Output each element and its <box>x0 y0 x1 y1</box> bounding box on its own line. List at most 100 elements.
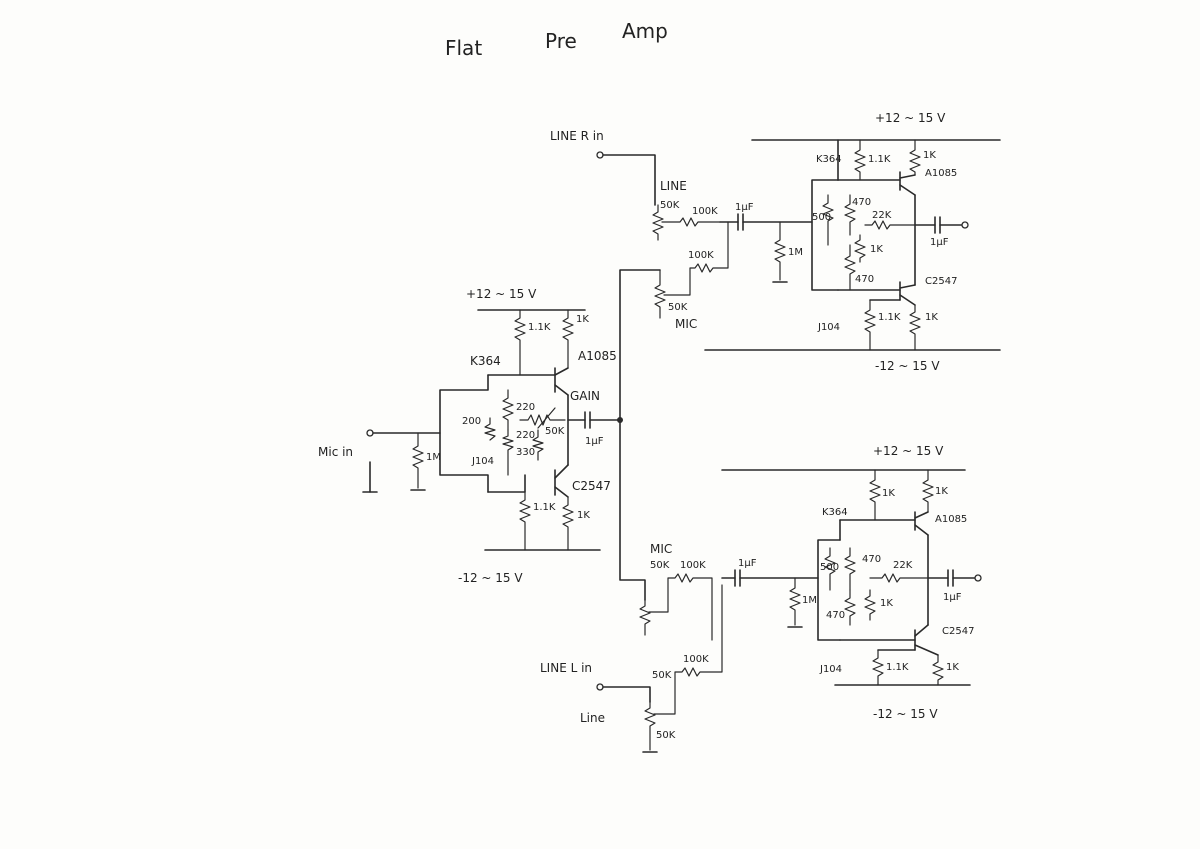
mic-jfet-frame <box>439 374 489 493</box>
line-l-input-wire <box>602 686 651 703</box>
mic-gain-label: GAIN <box>570 389 600 403</box>
right-npn-label: C2547 <box>925 276 957 287</box>
left-r-500-label: 500 <box>820 562 839 573</box>
right-r-bot-left-label: 1.1K <box>878 312 901 323</box>
left-r-bot-left-label: 1.1K <box>886 662 909 673</box>
left-r-22k <box>869 573 929 583</box>
right-r-1k <box>854 234 866 263</box>
right-r-top-right-label: 1K <box>923 150 936 161</box>
mic-input-label: Mic in <box>318 445 353 459</box>
left-pot-line-label: 50K <box>652 670 672 681</box>
left-r-1k-label: 1K <box>880 598 893 609</box>
left-pnp-emitter <box>914 511 929 519</box>
left-output-terminal[interactable] <box>974 574 982 582</box>
left-r-top-left <box>869 469 881 521</box>
right-r-mix-b-label: 100K <box>688 250 714 261</box>
mic-bus-upper <box>619 269 661 421</box>
line-r-input-wire <box>602 154 656 206</box>
mic-supply-neg-label: -12 ~ 15 V <box>458 571 523 585</box>
left-r-470b-label: 470 <box>826 610 845 621</box>
right-pnp-emitter <box>899 174 916 179</box>
line-r-input-label: LINE R in <box>550 129 604 143</box>
mic-gain-pot[interactable] <box>519 414 566 426</box>
left-channel-stage: MIC 50K 100K LINE L in 50K Line 50K 100K… <box>540 444 982 753</box>
right-r-input <box>774 221 786 281</box>
right-npn-emitter <box>899 294 916 306</box>
left-npn-label: C2547 <box>942 626 974 637</box>
mic-pnp-emitter <box>554 367 569 376</box>
mic-jfet-label: J104 <box>471 456 494 467</box>
left-cap-out-label: 1μF <box>943 592 962 603</box>
right-r-bot-right-label: 1K <box>925 312 938 323</box>
mic-jfet-pair-label: K364 <box>470 354 501 368</box>
right-pot-mic[interactable] <box>654 269 666 319</box>
mic-r-220a <box>502 389 514 431</box>
left-r-470a <box>844 547 856 591</box>
right-pot-line[interactable] <box>652 204 664 241</box>
mic-preamp-stage: +12 ~ 15 V -12 ~ 15 V 1.1K 1K K364 A1085… <box>318 287 621 585</box>
right-r-470a-label: 470 <box>852 197 871 208</box>
mic-gain-pot-arrow[interactable] <box>537 407 556 429</box>
left-r-mix-a-label: 100K <box>680 560 706 571</box>
left-cap-in-label: 1μF <box>738 558 757 569</box>
mic-r-top-left-label: 1.1K <box>528 322 551 333</box>
mic-r-220b <box>502 429 514 476</box>
left-r-1k <box>864 589 876 621</box>
left-r-500 <box>824 547 836 591</box>
left-jfet-label: J104 <box>819 664 842 675</box>
mic-r-bot-right <box>562 496 574 551</box>
right-r-top-left <box>854 139 866 181</box>
mic-pnp-collector <box>554 384 569 396</box>
left-supply-neg-label: -12 ~ 15 V <box>873 707 938 721</box>
mic-r-top-right-label: 1K <box>576 314 589 325</box>
right-npn-collector <box>899 284 916 289</box>
left-r-mix-b-label: 100K <box>683 654 709 665</box>
left-r-input <box>789 577 801 626</box>
right-cap-out-label: 1μF <box>930 237 949 248</box>
left-jfet-pair-label: K364 <box>822 507 848 518</box>
right-pot-line-label: 50K <box>660 200 680 211</box>
left-r-mix-b <box>653 584 723 715</box>
left-pot-mic[interactable] <box>639 599 651 636</box>
line-r-input-terminal[interactable] <box>596 151 604 159</box>
mic-r-input-label: 1M <box>426 452 441 463</box>
right-pnp-label: A1085 <box>925 168 957 179</box>
right-channel-stage: LINE R in LINE 50K 100K 50K MIC 100K 1μF… <box>550 111 1001 373</box>
mic-npn-label: C2547 <box>572 479 611 493</box>
title: Flat Pre Amp <box>445 19 668 60</box>
mic-input-terminal[interactable] <box>366 429 374 437</box>
right-r-mix-b <box>663 221 729 296</box>
left-mic-selector-label: MIC <box>650 542 672 556</box>
title-word-pre: Pre <box>545 29 577 53</box>
line-l-input-label: LINE L in <box>540 661 592 675</box>
left-r-bot-right <box>932 654 944 686</box>
left-pot-line[interactable] <box>644 701 656 751</box>
title-word-flat: Flat <box>445 36 482 60</box>
right-output-terminal[interactable] <box>961 221 969 229</box>
right-r-1k-label: 1K <box>870 244 883 255</box>
mic-r-bot-left-label: 1.1K <box>533 502 556 513</box>
left-r-top-right <box>922 469 934 513</box>
right-pnp-collector <box>899 184 916 196</box>
right-jfet-frame <box>811 179 839 291</box>
mic-npn-collector <box>554 464 569 479</box>
mic-r-200 <box>484 417 496 441</box>
left-supply-pos-label: +12 ~ 15 V <box>873 444 944 458</box>
mic-npn-emitter <box>554 486 569 498</box>
mic-r-top-left <box>514 309 526 376</box>
mic-r-bot-right-label: 1K <box>577 510 590 521</box>
right-r-470a <box>844 194 856 236</box>
mic-r-220a-label: 220 <box>516 402 535 413</box>
mic-r-200-label: 200 <box>462 416 481 427</box>
mic-bus-node <box>617 417 623 423</box>
mic-r-input <box>412 432 424 489</box>
mic-r-bot-left <box>519 491 531 551</box>
right-supply-neg-label: -12 ~ 15 V <box>875 359 940 373</box>
right-r-22k-label: 22K <box>872 210 892 221</box>
left-r-input-label: 1M <box>802 595 817 606</box>
right-r-470b <box>844 244 856 291</box>
mic-bus-lower <box>619 419 646 601</box>
right-cap-in-label: 1μF <box>735 202 754 213</box>
line-l-input-terminal[interactable] <box>596 683 604 691</box>
